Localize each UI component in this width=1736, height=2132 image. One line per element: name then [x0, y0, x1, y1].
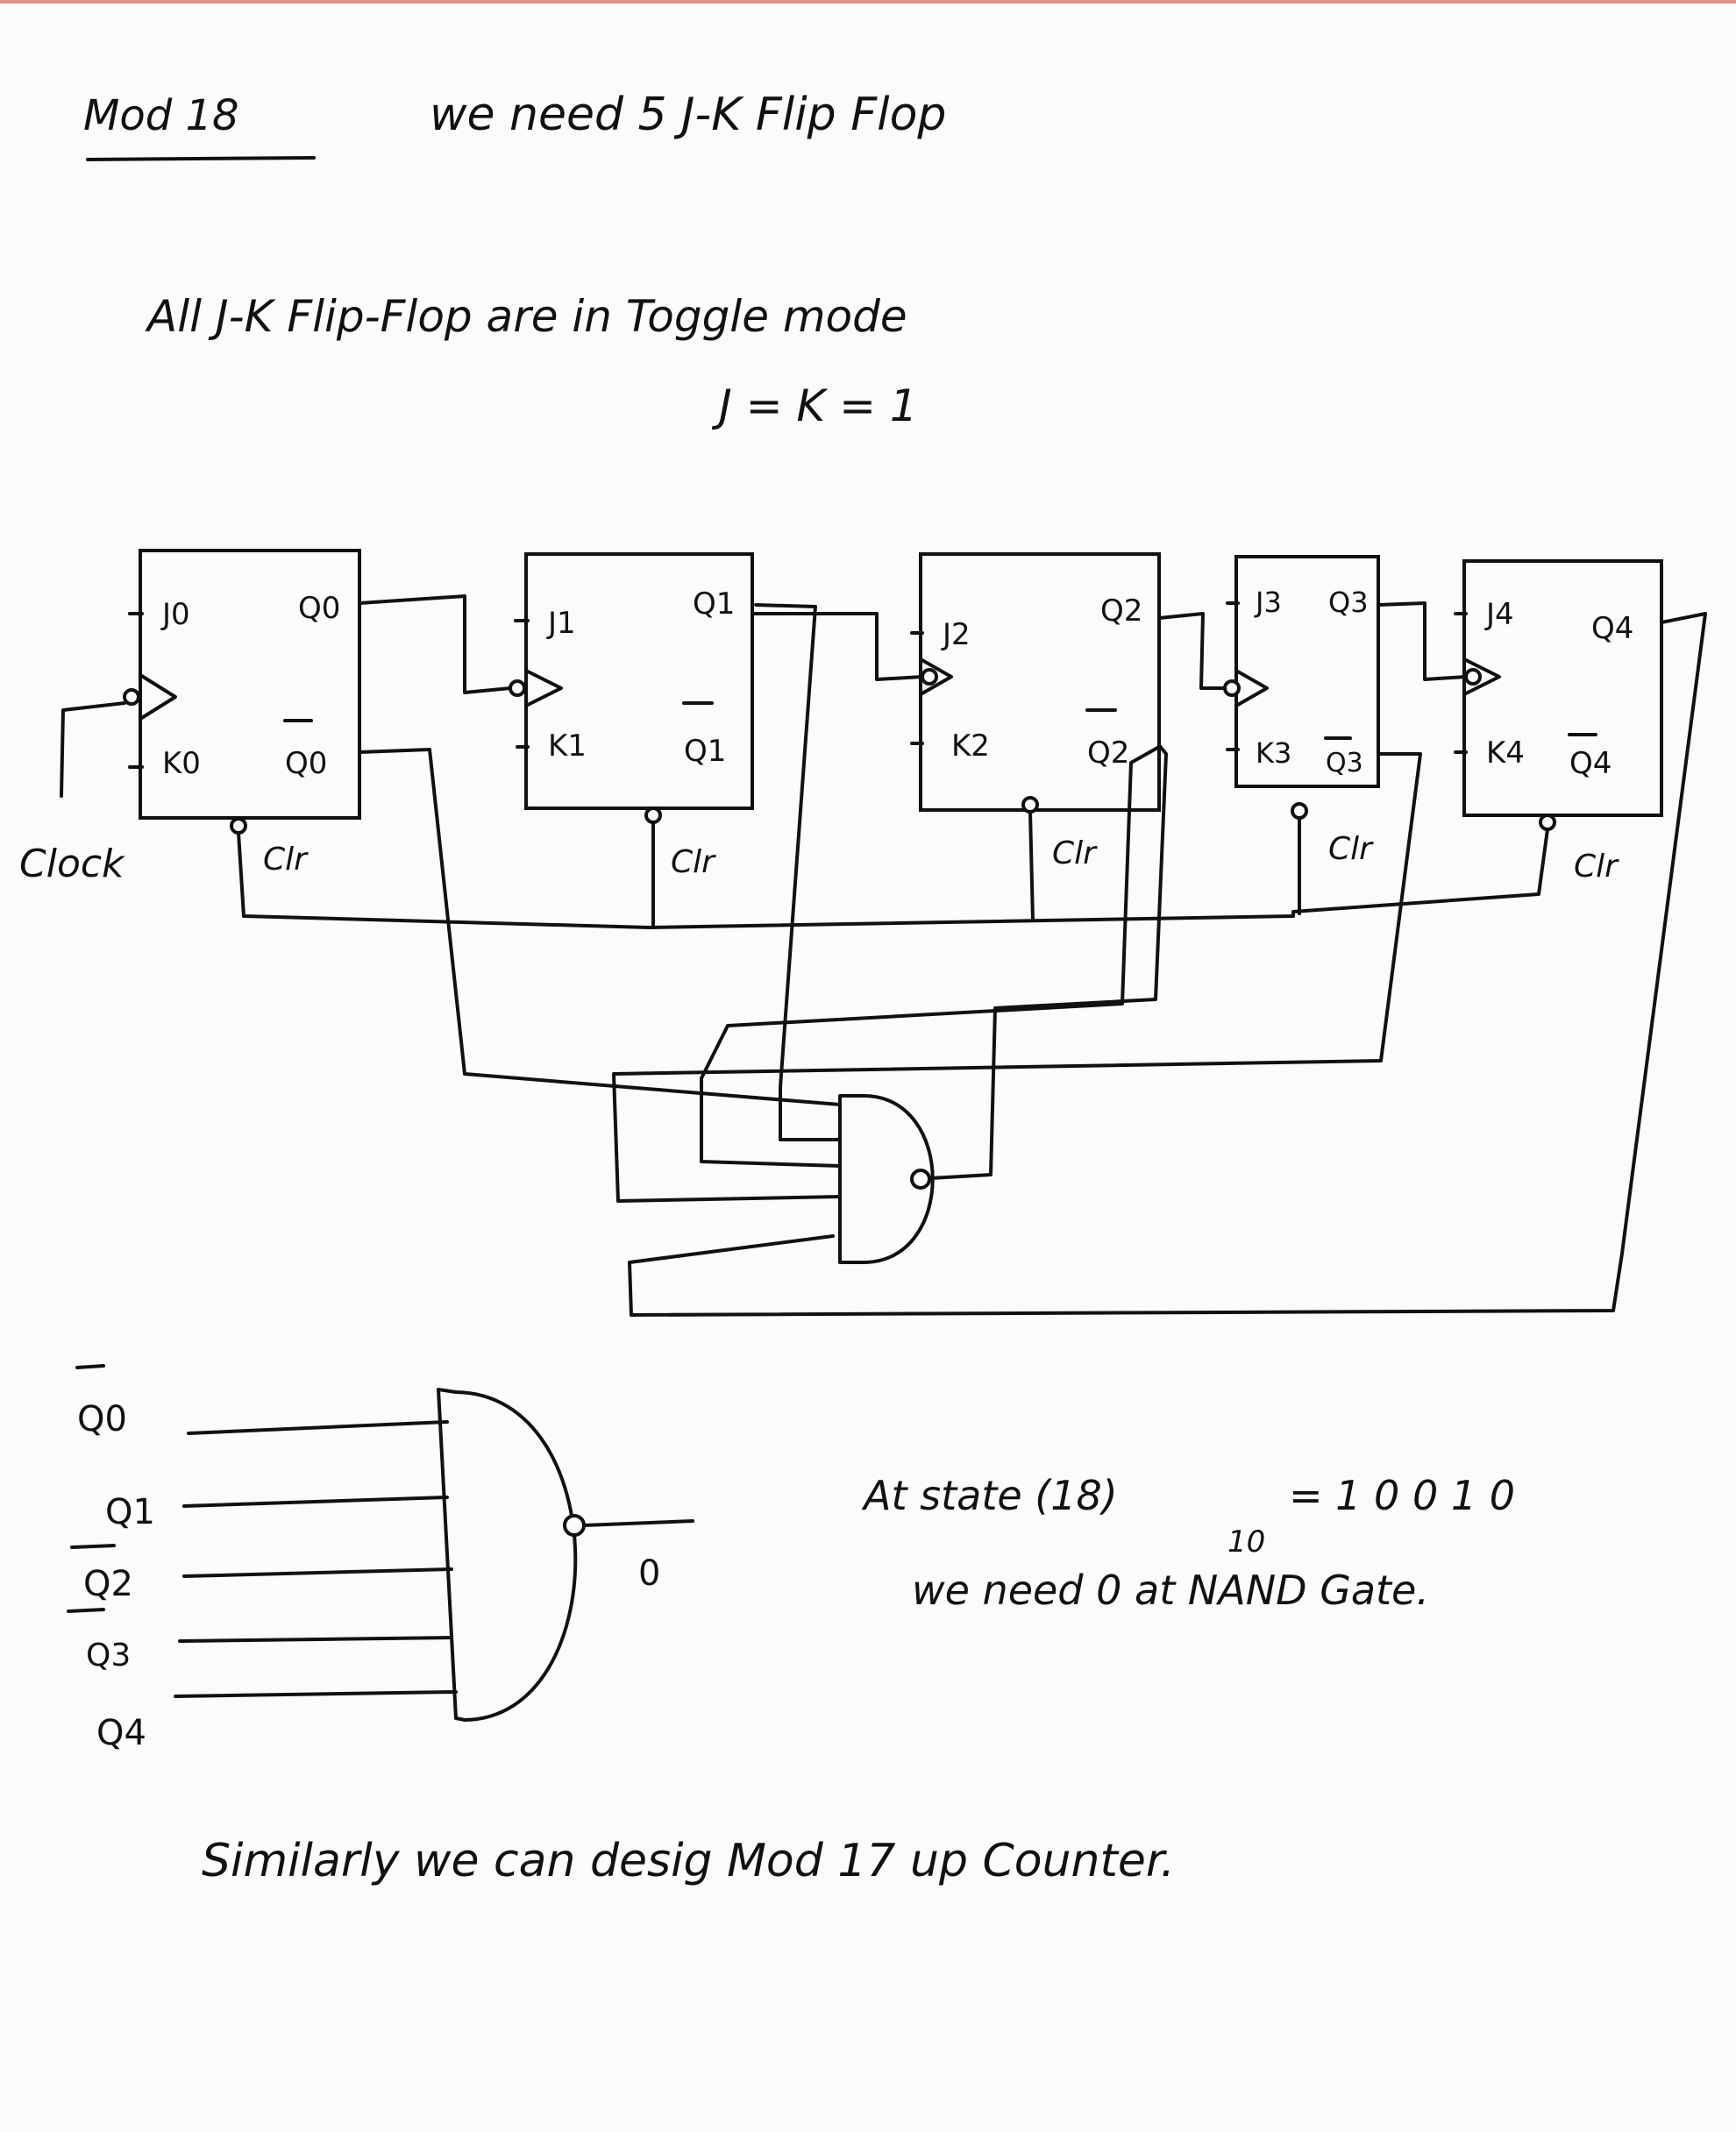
- input-q3-label: Q3: [86, 1638, 131, 1674]
- jk-equation: J = K = 1: [711, 380, 918, 431]
- ff2-clock-triangle: [919, 657, 953, 696]
- detail-nand-body: [437, 1388, 578, 1722]
- wire-q2-to-clk3: [1157, 612, 1227, 690]
- detail-nand-output-line: [582, 1519, 694, 1527]
- nand-detail: Q0 Q1 Q2 Q3 Q4 0: [67, 1364, 694, 1753]
- ff0-k-label: K0: [162, 746, 201, 781]
- ff2-q-label: Q2: [1100, 593, 1142, 629]
- input-q0-bar: [75, 1364, 105, 1369]
- ff3-clock-triangle: [1234, 669, 1269, 707]
- state-line2: we need 0 at NAND Gate.: [912, 1567, 1429, 1614]
- detail-nand-bubble: [563, 1514, 586, 1537]
- input-q0-label: Q0: [77, 1399, 127, 1439]
- ff3-j-label: J3: [1254, 586, 1282, 619]
- ff0-clr-bubble: [230, 817, 247, 835]
- ff1-qbar-label: Q1: [684, 734, 726, 769]
- ff2-clr-label: Clr: [1052, 835, 1098, 871]
- ff3-qbar-label: Q3: [1326, 748, 1363, 778]
- ff1-clr-label: Clr: [671, 844, 716, 880]
- clr-common-line: [237, 828, 1549, 929]
- wire-q1-to-clk2: [751, 612, 924, 681]
- ff2-clr-bubble: [1021, 796, 1039, 814]
- ff1-k-label: K1: [548, 728, 587, 764]
- ff4-qbar-label: Q4: [1569, 746, 1611, 781]
- ff0-j-label: J0: [160, 597, 190, 632]
- ff4-k-label: K4: [1486, 736, 1525, 771]
- input-q2-label: Q2: [83, 1564, 133, 1604]
- ff0-qbar-label: Q0: [285, 746, 327, 781]
- clr-drop-2: [1028, 810, 1035, 922]
- wire-q0bar-to-nand: [358, 748, 842, 1106]
- jk-input-stubs: [128, 601, 1468, 769]
- ff1-clock-triangle: [524, 669, 563, 707]
- wire-nand-out: [914, 743, 1168, 1181]
- wire-q2bar-to-nand: [700, 745, 1161, 1168]
- input-q2-bar: [70, 1544, 116, 1549]
- toggle-note: All J-K Flip-Flop are in Toggle mode: [145, 291, 907, 342]
- nand-output-bubble: [910, 1169, 931, 1190]
- input-line-4: [174, 1690, 458, 1698]
- wire-q0-to-clk1: [358, 594, 512, 694]
- title-mod18: Mod 18: [83, 91, 239, 140]
- ff1-j-label: J1: [546, 606, 576, 641]
- flip-flop-1: J1 Q1 K1 Q1 Clr: [509, 552, 754, 880]
- ff1-q-label: Q1: [693, 586, 735, 622]
- ff4-clock-triangle: [1462, 657, 1501, 696]
- ff3-clock-bubble: [1223, 679, 1241, 697]
- ff2-k-label: K2: [951, 728, 990, 764]
- state-line1-prefix: At state (18): [861, 1472, 1118, 1519]
- header-line1: we need 5 J-K Flip Flop: [430, 89, 946, 141]
- flip-flop-4: J4 Q4 K4 Q4 Clr: [1462, 559, 1663, 885]
- input-line-1: [182, 1496, 449, 1508]
- wire-q1-to-nand: [754, 603, 842, 1141]
- wire-q4-to-nand: [628, 612, 1707, 1317]
- flip-flop-2: J2 Q2 K2 Q2 Clr: [919, 552, 1161, 871]
- footer-note: Similarly we can desig Mod 17 up Counter…: [202, 1835, 1175, 1887]
- page-edge: [0, 0, 1736, 4]
- title-underline: [86, 156, 316, 161]
- input-q3-bar: [67, 1608, 105, 1613]
- input-line-2: [182, 1567, 453, 1578]
- state-line1-subscript: 10: [1227, 1524, 1265, 1560]
- wire-q3bar-to-nand: [612, 752, 1422, 1203]
- ff1-clr-bubble: [644, 807, 662, 824]
- input-q1-label: Q1: [105, 1492, 155, 1532]
- ff4-clr-label: Clr: [1574, 849, 1619, 885]
- flip-flop-3: J3 Q3 K3 Q3 Clr: [1223, 555, 1380, 867]
- ff3-clr-label: Clr: [1328, 831, 1374, 867]
- ff3-q-label: Q3: [1328, 586, 1369, 619]
- ff4-q-label: Q4: [1591, 611, 1633, 646]
- ff0-q-label: Q0: [298, 591, 340, 626]
- detail-nand-output-value: 0: [638, 1553, 660, 1594]
- flip-flop-0: J0 Q0 K0 Q0 Clr: [123, 549, 361, 878]
- ff1-clock-bubble: [509, 679, 526, 697]
- ff0-clr-label: Clr: [263, 842, 309, 878]
- clock-label: Clock: [19, 842, 125, 886]
- input-line-3: [178, 1636, 453, 1643]
- feedback-nand-gate: [838, 1094, 935, 1264]
- input-line-0: [187, 1420, 449, 1435]
- ff4-clock-bubble: [1464, 668, 1482, 686]
- ff2-j-label: J2: [941, 617, 971, 652]
- state-note: At state (18) 10 = 1 0 0 1 0 we need 0 a…: [861, 1472, 1515, 1614]
- ff3-k-label: K3: [1256, 736, 1291, 770]
- clock-wire: [60, 701, 126, 798]
- ff4-clr-bubble: [1539, 814, 1556, 831]
- ff2-clock-bubble: [921, 668, 938, 686]
- wire-q3-to-clk4: [1377, 601, 1468, 681]
- state-line1-binary: = 1 0 0 1 0: [1289, 1472, 1515, 1519]
- ff4-j-label: J4: [1484, 597, 1514, 632]
- ff2-qbar-label: Q2: [1087, 736, 1129, 771]
- ff0-clock-triangle: [139, 673, 177, 721]
- input-q4-label: Q4: [96, 1713, 146, 1753]
- ff0-clock-bubble: [123, 688, 140, 706]
- ff3-clr-bubble: [1291, 802, 1308, 820]
